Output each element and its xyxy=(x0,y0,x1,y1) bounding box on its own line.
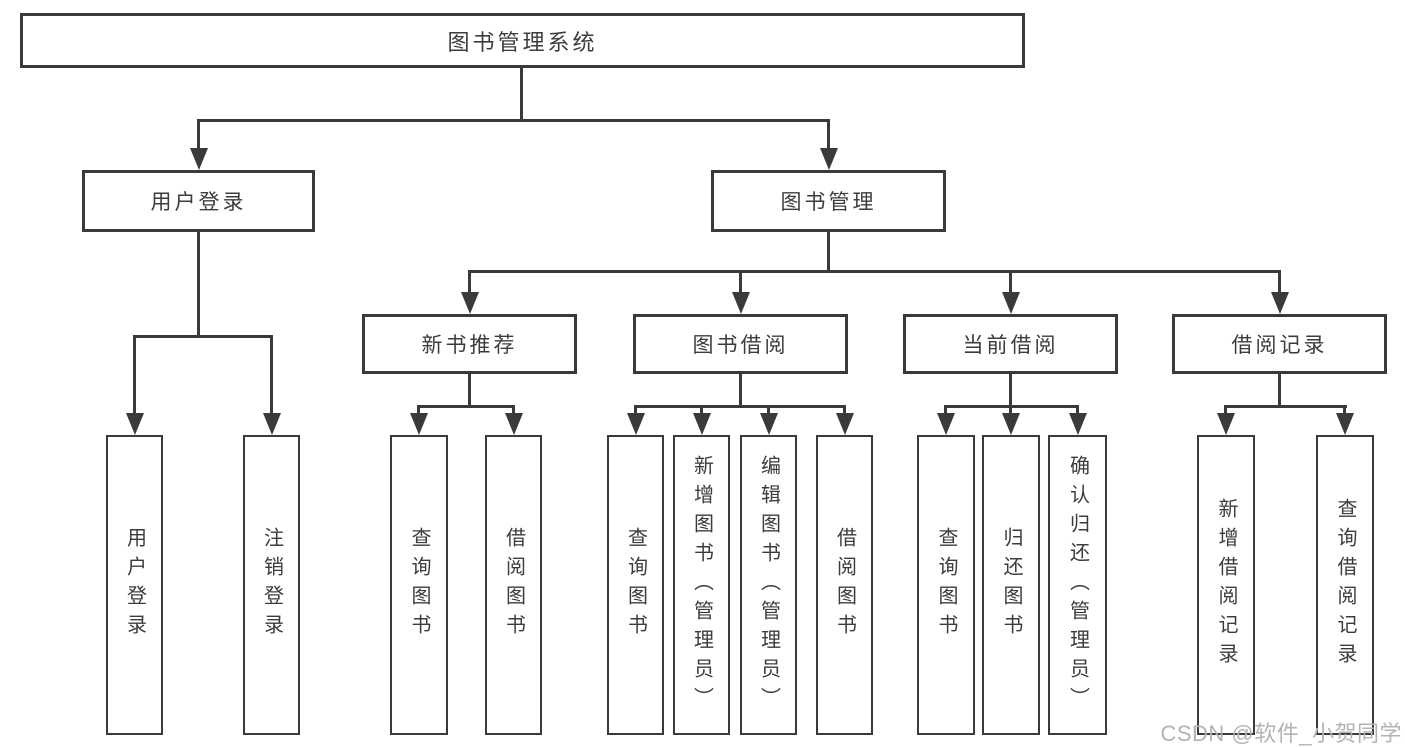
node-label: 查询图书 xyxy=(408,527,430,643)
connector-line xyxy=(133,335,136,419)
node-user-login-action: 用户登录 xyxy=(106,435,163,735)
node-label: 编辑图书（管理员） xyxy=(757,454,780,716)
node-label: 用户登录 xyxy=(123,527,146,643)
node-return-book: 归还图书 xyxy=(982,435,1040,735)
arrow-down-icon xyxy=(760,413,778,435)
node-edit-book-admin: 编辑图书（管理员） xyxy=(740,435,797,735)
connector-line xyxy=(468,270,471,296)
connector-line xyxy=(1278,270,1281,296)
connector-line xyxy=(468,270,1281,273)
node-user-login: 用户登录 xyxy=(82,170,315,232)
node-label: 确认归还（管理员） xyxy=(1066,454,1089,716)
connector-line xyxy=(417,405,515,408)
node-query-book-borrowing: 查询图书 xyxy=(607,435,664,735)
node-add-book-admin: 新增图书（管理员） xyxy=(673,435,730,735)
arrow-down-icon xyxy=(1336,413,1354,435)
arrow-down-icon xyxy=(1271,292,1289,314)
arrow-down-icon xyxy=(461,292,479,314)
node-label: 借阅图书 xyxy=(833,527,856,643)
arrow-down-icon xyxy=(836,413,854,435)
node-borrowing-records: 借阅记录 xyxy=(1172,314,1387,374)
node-library-system: 图书管理系统 xyxy=(20,13,1025,68)
node-label: 查询图书 xyxy=(624,527,647,643)
arrow-down-icon xyxy=(263,413,281,435)
node-confirm-return-admin: 确认归还（管理员） xyxy=(1048,435,1107,735)
arrow-down-icon xyxy=(1002,292,1020,314)
node-label: 借阅图书 xyxy=(502,527,525,643)
connector-line xyxy=(827,119,830,152)
connector-line xyxy=(270,335,273,419)
connector-line xyxy=(133,335,273,338)
node-label: 归还图书 xyxy=(1000,527,1022,643)
arrow-down-icon xyxy=(410,413,428,435)
connector-line xyxy=(197,119,200,152)
node-query-book-current: 查询图书 xyxy=(917,435,975,735)
node-logout-action: 注销登录 xyxy=(243,435,300,735)
connector-line xyxy=(1009,374,1012,407)
arrow-down-icon xyxy=(505,413,523,435)
connector-line xyxy=(1224,405,1347,408)
connector-line xyxy=(468,374,471,407)
arrow-down-icon xyxy=(1002,413,1020,435)
node-label: 查询借阅记录 xyxy=(1334,498,1356,672)
arrow-down-icon xyxy=(820,148,838,170)
node-book-management: 图书管理 xyxy=(711,170,946,232)
node-label: 新增图书（管理员） xyxy=(690,454,713,716)
arrow-down-icon xyxy=(190,148,208,170)
node-add-borrow-record: 新增借阅记录 xyxy=(1197,435,1255,735)
connector-line xyxy=(827,232,830,272)
connector-line xyxy=(197,232,200,336)
connector-line xyxy=(520,68,523,120)
node-current-borrowing: 当前借阅 xyxy=(903,314,1118,374)
arrow-down-icon xyxy=(1069,413,1087,435)
node-new-book-recommendation: 新书推荐 xyxy=(362,314,577,374)
connector-line xyxy=(1278,374,1281,407)
node-label: 查询图书 xyxy=(935,527,957,643)
arrow-down-icon xyxy=(732,292,750,314)
arrow-down-icon xyxy=(1217,413,1235,435)
arrow-down-icon xyxy=(693,413,711,435)
connector-line xyxy=(634,405,846,408)
node-book-borrowing: 图书借阅 xyxy=(633,314,848,374)
connector-line xyxy=(739,270,742,296)
arrow-down-icon xyxy=(627,413,645,435)
node-label: 新增借阅记录 xyxy=(1215,498,1237,672)
node-query-borrow-record: 查询借阅记录 xyxy=(1316,435,1374,735)
node-label: 注销登录 xyxy=(260,527,283,643)
node-borrow-book-borrowing: 借阅图书 xyxy=(816,435,873,735)
connector-line xyxy=(1009,270,1012,296)
arrow-down-icon xyxy=(126,413,144,435)
arrow-down-icon xyxy=(937,413,955,435)
node-query-book-recommend: 查询图书 xyxy=(390,435,448,735)
connector-line xyxy=(197,119,830,122)
watermark: CSDN @软件_小贺同学 xyxy=(1160,721,1402,746)
connector-line xyxy=(739,374,742,407)
node-borrow-book-recommend: 借阅图书 xyxy=(485,435,542,735)
